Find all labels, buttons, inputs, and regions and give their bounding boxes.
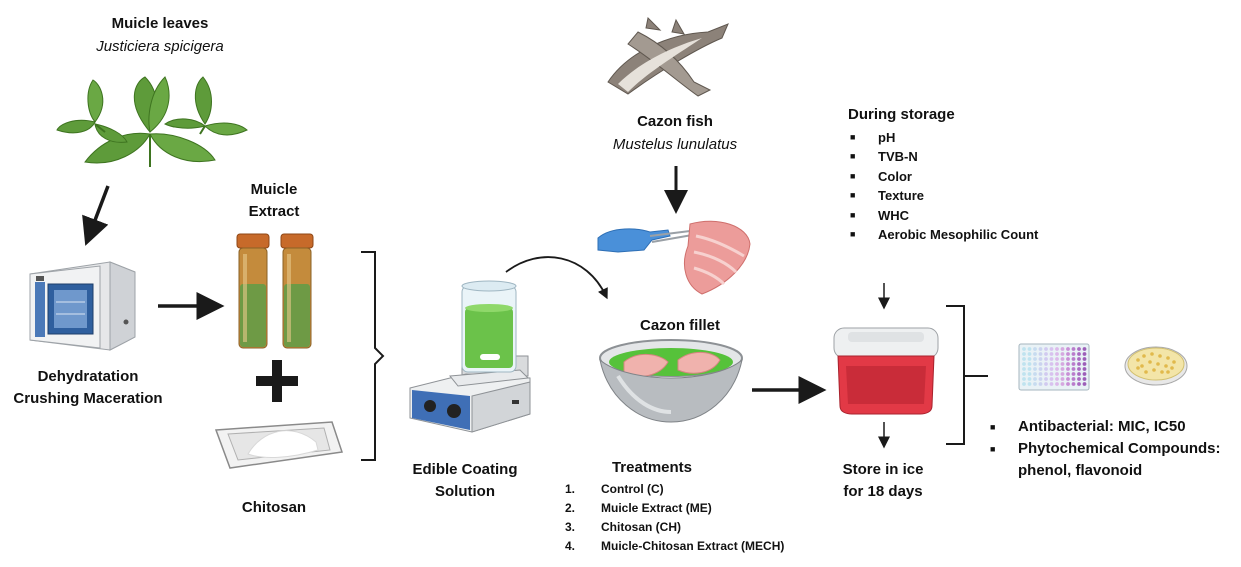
microplate-icon	[1018, 343, 1090, 391]
fillet-bowl-icon	[599, 339, 743, 423]
extract-vials-icon	[236, 233, 314, 349]
leaves-title: Muicle leaves	[111, 15, 209, 32]
coating-label: Edible Coating Solution	[395, 459, 535, 503]
dehydration-line1: Dehydratation	[37, 368, 139, 385]
arrow-coating-to-fillet	[505, 256, 608, 300]
storage-item: Aerobic Mesophilic Count	[848, 225, 1038, 245]
storage-list: pH TVB-N Color Texture WHC Aerobic Mesop…	[848, 128, 1038, 245]
oven-icon	[29, 261, 136, 351]
dehydration-label: Dehydratation Crushing Maceration	[0, 366, 176, 410]
storage-title: During storage	[848, 106, 955, 123]
treatment-item: 2.Muicle Extract (ME)	[565, 501, 712, 515]
extract-label: Muicle Extract	[224, 179, 324, 223]
extract-line1: Muicle	[250, 181, 298, 198]
treatment-item: 4.Muicle-Chitosan Extract (MECH)	[565, 539, 785, 553]
analysis-item: Phytochemical Compounds:	[988, 438, 1221, 460]
fish-icon	[607, 16, 729, 97]
plus-icon	[256, 360, 298, 402]
right-bracket	[946, 305, 965, 445]
fish-species: Mustelus lunulatus	[612, 136, 738, 153]
stirrer-beaker-icon	[409, 280, 531, 433]
ice-line2: for 18 days	[843, 483, 923, 500]
cooler-icon	[833, 327, 939, 415]
treatment-item: 3.Chitosan (CH)	[565, 520, 681, 534]
fish-title: Cazon fish	[637, 113, 713, 130]
storage-item: Color	[848, 167, 1038, 187]
chitosan-dish-icon	[214, 421, 343, 469]
analysis-list: Antibacterial: MIC, IC50 Phytochemical C…	[988, 416, 1221, 460]
analysis-continuation: phenol, flavonoid	[1018, 462, 1143, 479]
fillet-label: Cazon fillet	[639, 317, 720, 334]
treatments-list: 1.Control (C) 2.Muicle Extract (ME) 3.Ch…	[565, 480, 865, 556]
storage-item: pH	[848, 128, 1038, 148]
storage-item: TVB-N	[848, 147, 1038, 167]
ice-line1: Store in ice	[842, 461, 924, 478]
treatment-item: 1.Control (C)	[565, 482, 664, 496]
analysis-item: Antibacterial: MIC, IC50	[988, 416, 1221, 438]
coating-line1: Edible Coating	[412, 461, 518, 478]
dehydration-line2: Crushing Maceration	[13, 390, 163, 407]
storage-item: WHC	[848, 206, 1038, 226]
treatments-title: Treatments	[611, 459, 693, 476]
petri-dish-icon	[1124, 346, 1188, 386]
chitosan-label: Chitosan	[241, 499, 307, 516]
fillet-hand-icon	[597, 220, 751, 295]
curly-bracket-icon	[361, 251, 385, 461]
arrow-leaves-to-oven	[82, 185, 110, 246]
coating-line2: Solution	[435, 483, 495, 500]
leaves-icon	[56, 76, 248, 167]
leaves-species: Justiciera spicigera	[96, 38, 224, 55]
ice-label: Store in ice for 18 days	[818, 459, 948, 503]
storage-item: Texture	[848, 186, 1038, 206]
extract-line2: Extract	[248, 203, 300, 220]
